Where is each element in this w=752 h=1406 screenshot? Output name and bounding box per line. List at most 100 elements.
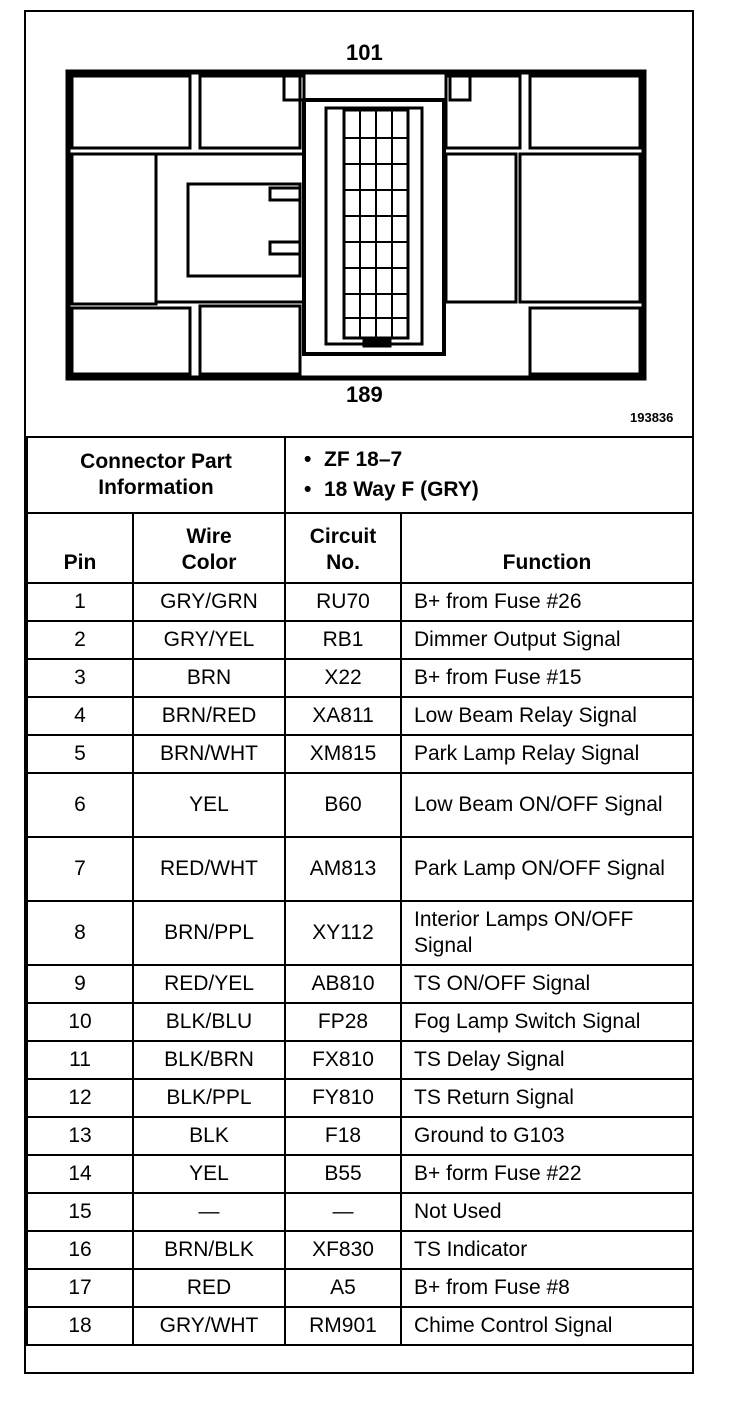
pin-cell: 8 [26, 900, 134, 966]
connector-sheet: 10 1 [24, 10, 694, 1374]
pin-cell: 14 [26, 1154, 134, 1194]
part-number: ZF 18–7 [304, 445, 692, 475]
wire-color-cell: BLK/BLU [132, 1002, 286, 1042]
wire-color-header: Wire Color [132, 512, 286, 584]
wire-color-cell: RED/WHT [132, 836, 286, 902]
function-cell: TS Indicator [400, 1230, 694, 1270]
function-cell: Park Lamp ON/OFF Signal [400, 836, 694, 902]
circuit-cell: B60 [284, 772, 402, 838]
wire-color-cell: BRN [132, 658, 286, 698]
function-cell: TS Delay Signal [400, 1040, 694, 1080]
pin-cell: 1 [26, 582, 134, 622]
top-pin-label: 101 [346, 40, 383, 65]
part-description: 18 Way F (GRY) [304, 475, 692, 505]
function-cell: B+ from Fuse #26 [400, 582, 694, 622]
pinout-table: Connector Part Information ZF 18–7 18 Wa… [26, 436, 694, 1346]
wire-color-cell: BLK/PPL [132, 1078, 286, 1118]
circuit-cell: XF830 [284, 1230, 402, 1270]
function-cell: Low Beam ON/OFF Signal [400, 772, 694, 838]
circuit-cell: AM813 [284, 836, 402, 902]
pin-cell: 5 [26, 734, 134, 774]
circuit-cell: B55 [284, 1154, 402, 1194]
function-cell: Ground to G103 [400, 1116, 694, 1156]
wire-color-cell: — [132, 1192, 286, 1232]
wire-color-cell: BRN/RED [132, 696, 286, 736]
circuit-cell: F18 [284, 1116, 402, 1156]
wire-color-cell: YEL [132, 772, 286, 838]
circuit-cell: XM815 [284, 734, 402, 774]
function-cell: Park Lamp Relay Signal [400, 734, 694, 774]
part-info-row: Connector Part Information ZF 18–7 18 Wa… [26, 436, 694, 514]
wire-color-cell: BLK [132, 1116, 286, 1156]
pin-cell: 2 [26, 620, 134, 660]
table-row: 15——Not Used [26, 1192, 694, 1232]
function-cell: Low Beam Relay Signal [400, 696, 694, 736]
pin-header: Pin [26, 512, 134, 584]
circuit-cell: FY810 [284, 1078, 402, 1118]
wire-color-cell: RED [132, 1268, 286, 1308]
circuit-cell: RM901 [284, 1306, 402, 1346]
function-header: Function [400, 512, 694, 584]
wire-color-cell: BRN/PPL [132, 900, 286, 966]
wire-color-cell: RED/YEL [132, 964, 286, 1004]
pin-cell: 13 [26, 1116, 134, 1156]
circuit-cell: A5 [284, 1268, 402, 1308]
pin-cell: 16 [26, 1230, 134, 1270]
function-cell: Chime Control Signal [400, 1306, 694, 1346]
circuit-no-header: Circuit No. [284, 512, 402, 584]
connector-face-drawing [65, 69, 647, 381]
pin-cell: 10 [26, 1002, 134, 1042]
column-header-row: Pin Wire Color Circuit No. Function [26, 512, 694, 584]
pin-cell: 6 [26, 772, 134, 838]
circuit-cell: XA811 [284, 696, 402, 736]
pin-cell: 3 [26, 658, 134, 698]
circuit-cell: X22 [284, 658, 402, 698]
connector-diagram: 101 [26, 12, 692, 436]
part-info-list: ZF 18–7 18 Way F (GRY) [284, 436, 694, 514]
pin-cell: 9 [26, 964, 134, 1004]
pin-cell: 4 [26, 696, 134, 736]
part-info-label: Connector Part Information [26, 436, 286, 514]
function-cell: Interior Lamps ON/OFF Signal [400, 900, 694, 966]
circuit-cell: RB1 [284, 620, 402, 660]
wire-color-cell: YEL [132, 1154, 286, 1194]
figure-number: 193836 [630, 410, 674, 425]
circuit-cell: XY112 [284, 900, 402, 966]
circuit-cell: FX810 [284, 1040, 402, 1080]
function-cell: Dimmer Output Signal [400, 620, 694, 660]
circuit-cell: AB810 [284, 964, 402, 1004]
wire-color-cell: GRY/GRN [132, 582, 286, 622]
circuit-cell: FP28 [284, 1002, 402, 1042]
pin-cell: 17 [26, 1268, 134, 1308]
wire-color-cell: BRN/WHT [132, 734, 286, 774]
circuit-cell: RU70 [284, 582, 402, 622]
pin-cell: 12 [26, 1078, 134, 1118]
pin-cell: 15 [26, 1192, 134, 1232]
circuit-cell: — [284, 1192, 402, 1232]
pin-cell: 18 [26, 1306, 134, 1346]
wire-color-cell: GRY/WHT [132, 1306, 286, 1346]
function-cell: TS ON/OFF Signal [400, 964, 694, 1004]
bottom-pin-label: 189 [346, 382, 383, 407]
function-cell: Not Used [400, 1192, 694, 1232]
pin-cell: 11 [26, 1040, 134, 1080]
wire-color-cell: BRN/BLK [132, 1230, 286, 1270]
function-cell: B+ form Fuse #22 [400, 1154, 694, 1194]
function-cell: B+ from Fuse #15 [400, 658, 694, 698]
function-cell: Fog Lamp Switch Signal [400, 1002, 694, 1042]
